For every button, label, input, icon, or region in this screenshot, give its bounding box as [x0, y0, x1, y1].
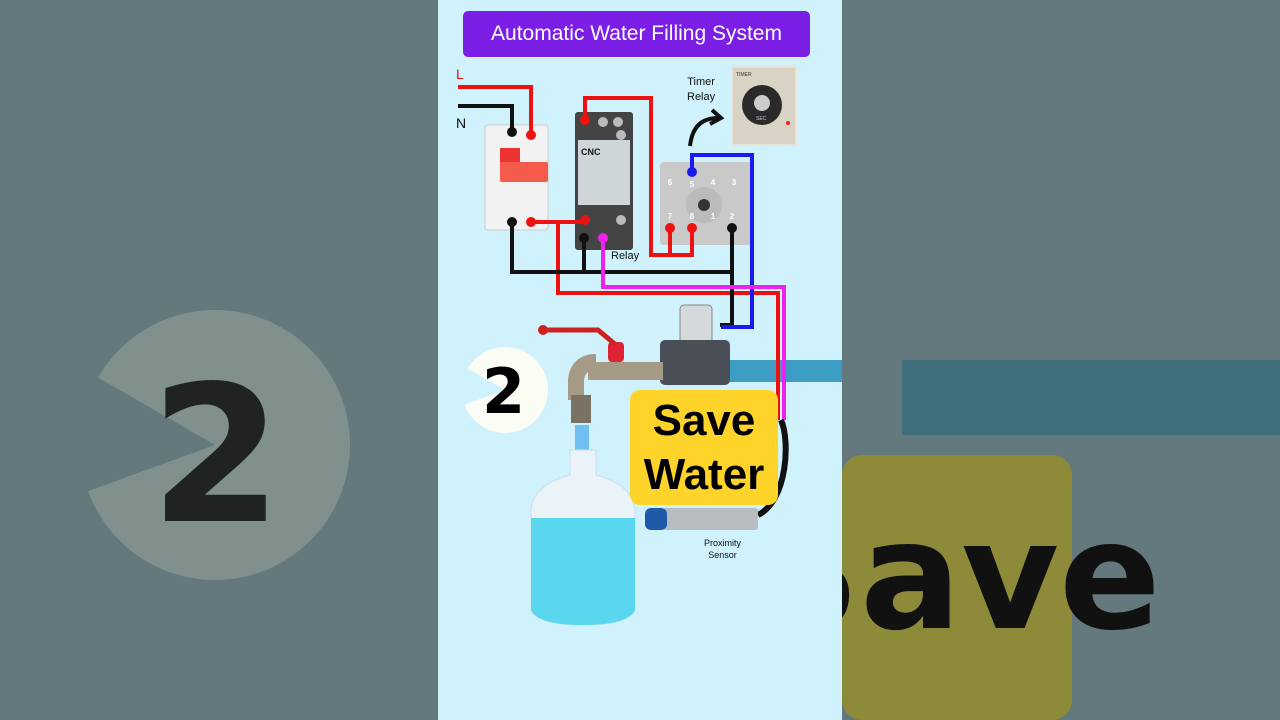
terminal-8: 8	[690, 212, 695, 221]
timer-relay-label-line2: Relay	[687, 91, 716, 103]
terminal-3: 3	[732, 178, 737, 187]
circuit-breaker	[484, 124, 549, 231]
step-circle	[462, 347, 548, 433]
banner-line2: Water	[643, 449, 765, 499]
ghost-banner-word: Save	[842, 490, 1161, 664]
step-number: 2	[482, 355, 526, 428]
proximity-label-line1: Proximity	[704, 538, 742, 548]
ghost-step-circle	[80, 310, 350, 580]
timer-relay-unit: TIMER SEC	[731, 66, 797, 146]
diagram-panel: CNC TIMER SEC	[438, 0, 842, 720]
neutral-label: N	[456, 115, 467, 131]
neutral-wire-main	[510, 222, 734, 274]
timer-terminal-numbers: 6 5 4 3 7 8 1 2	[668, 178, 737, 221]
live-wire-sensor	[556, 222, 780, 420]
sensor-cable	[756, 418, 789, 518]
timer-relay-socket	[660, 162, 752, 245]
proximity-sensor	[645, 508, 758, 530]
ghost-pipe	[902, 360, 1280, 435]
arrow-head-icon	[709, 108, 725, 126]
live-wire-input	[458, 85, 533, 135]
neutral-wire-input	[458, 104, 514, 132]
relay-label: Relay	[611, 250, 640, 262]
live-label: L	[456, 66, 464, 82]
timer-face-label: TIMER	[736, 72, 752, 78]
arrow-icon	[688, 116, 719, 147]
terminal-2: 2	[730, 212, 735, 221]
relay-brand: CNC	[581, 147, 601, 157]
timer-relay-label: Timer Relay	[687, 75, 715, 105]
ghost-banner	[842, 455, 1072, 720]
solenoid-valve	[660, 304, 730, 385]
neutral-wire-valve	[720, 272, 734, 327]
sensor-signal-wire	[601, 238, 786, 420]
timer-relay-label-line1: Timer	[687, 76, 715, 88]
save-water-banner: Save Water	[630, 390, 778, 505]
blurred-background-right: Save	[842, 0, 1280, 720]
water-tap	[538, 325, 663, 423]
signal-wire-valve	[690, 153, 754, 329]
timer-unit-label: SEC	[756, 116, 767, 122]
blurred-background-left: 2	[0, 0, 438, 720]
terminal-1: 1	[711, 212, 716, 221]
relay: CNC	[575, 112, 633, 250]
ghost-step-number: 2	[150, 345, 283, 566]
proximity-sensor-label: Proximity Sensor	[704, 537, 741, 561]
banner-line1: Save	[652, 395, 756, 445]
terminal-4: 4	[711, 178, 716, 187]
water-bottle	[530, 449, 636, 626]
terminal-5: 5	[690, 180, 695, 189]
ghost-banner-text: Save	[842, 490, 1161, 664]
wiring-diagram: CNC TIMER SEC	[458, 66, 842, 626]
terminal-7: 7	[668, 212, 673, 221]
proximity-label-line2: Sensor	[708, 550, 737, 560]
page-title: Automatic Water Filling System	[463, 11, 810, 57]
terminal-6: 6	[668, 178, 673, 187]
